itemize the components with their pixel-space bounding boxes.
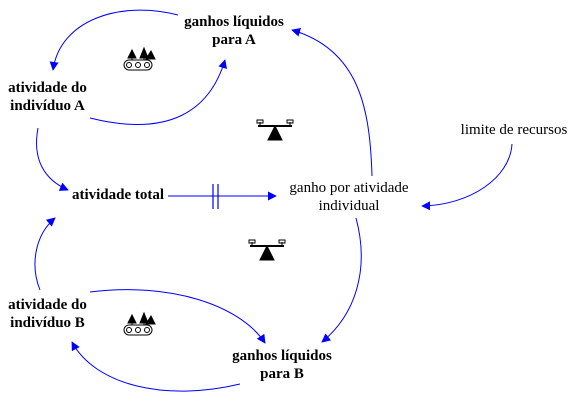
reinforcing-loop-a-icon — [123, 46, 156, 71]
edge-resource-limit-to-gain-per-activity — [421, 143, 513, 211]
edge-gain-per-activity-to-gains-a — [291, 27, 373, 177]
edge-activity-a-to-total — [36, 127, 69, 191]
node-total: atividade total — [66, 186, 170, 204]
node-gains-a-line-1: ganhos líquidos — [184, 14, 284, 30]
edge-gains-b-to-activity-b — [71, 341, 241, 392]
node-gain-per-activity-line-2: individual — [318, 198, 380, 214]
edge-activity-a-to-gains-a — [89, 59, 227, 126]
node-gains-b-line-1: ganhos líquidos — [232, 348, 332, 364]
edge-gains-a-to-activity-a — [49, 9, 179, 71]
edge-activity-b-to-gains-b — [89, 289, 266, 344]
edge-gain-per-activity-to-gains-b — [321, 217, 362, 343]
balancing-loop-top-icon — [256, 119, 294, 141]
delay-mark — [212, 184, 219, 209]
node-activity-a: atividade do indivíduo A — [0, 79, 95, 115]
node-total-line-1: atividade total — [71, 187, 165, 203]
edge-activity-b-to-total — [34, 217, 56, 291]
balancing-loop-bottom-icon — [248, 239, 286, 261]
node-gain-per-activity: ganho por atividade individual — [278, 179, 420, 215]
node-activity-b: atividade do indivíduo B — [0, 296, 95, 332]
node-gains-b: ganhos líquidos para B — [218, 347, 346, 383]
node-activity-b-line-1: atividade do — [8, 297, 87, 313]
node-resource-limit: limite de recursos — [446, 121, 582, 139]
node-activity-a-line-1: atividade do — [8, 80, 87, 96]
reinforcing-loop-b-icon — [123, 311, 156, 336]
node-resource-limit-line-1: limite de recursos — [460, 122, 568, 138]
node-activity-a-line-2: indivíduo A — [10, 98, 85, 114]
node-gain-per-activity-line-1: ganho por atividade — [289, 180, 409, 196]
node-activity-b-line-2: indivíduo B — [10, 315, 85, 331]
node-gains-b-line-2: para B — [260, 366, 304, 382]
node-gains-a: ganhos líquidos para A — [170, 13, 298, 49]
node-gains-a-line-2: para A — [212, 32, 256, 48]
